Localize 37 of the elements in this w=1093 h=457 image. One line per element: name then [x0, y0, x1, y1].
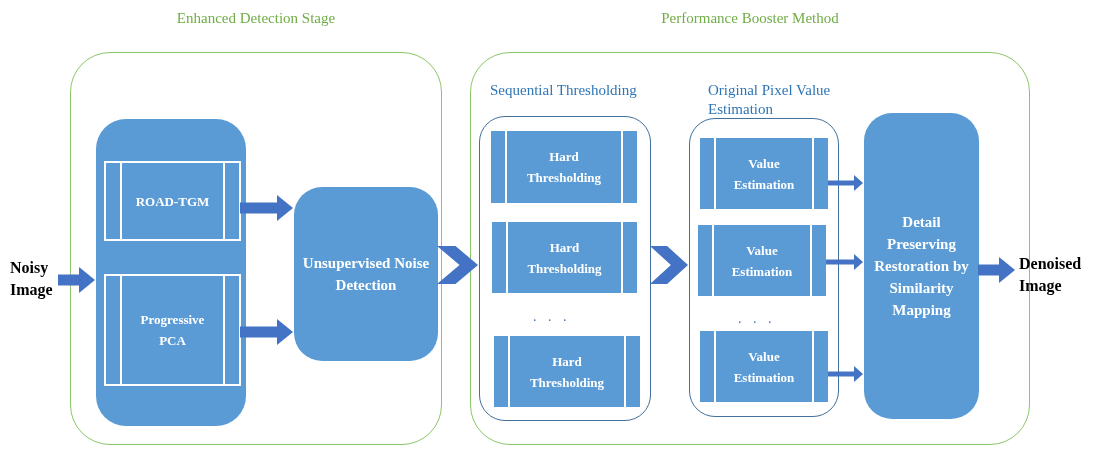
node-label: Value Estimation	[732, 347, 796, 387]
node-label: Hard Thresholding	[526, 238, 603, 278]
block-arrow	[828, 175, 863, 191]
node-label: Value Estimation	[730, 241, 794, 281]
node-label: Progressive PCA	[139, 311, 206, 350]
block-arrow	[828, 366, 863, 382]
group-title: Sequential Thresholding	[490, 81, 637, 100]
node-label: Hard Thresholding	[528, 352, 606, 392]
block-arrow	[978, 257, 1015, 283]
subprocess-box	[492, 334, 642, 409]
ellipsis-mark: . . .	[738, 310, 776, 328]
subprocess-box	[696, 223, 828, 298]
node-label: Hard Thresholding	[525, 148, 603, 187]
node-label: Unsupervised Noise Detection	[301, 254, 431, 295]
node-label: Value Estimation	[732, 154, 796, 194]
subprocess-box	[489, 129, 639, 205]
subprocess-box	[698, 136, 830, 211]
node-label: ROAD-TGM	[134, 192, 211, 211]
ellipsis-mark: . . .	[533, 308, 571, 326]
block-arrow	[240, 319, 293, 345]
subprocess-box	[490, 220, 639, 295]
block-arrow	[58, 267, 95, 293]
chevron-arrow	[437, 246, 478, 284]
module-panel	[96, 119, 246, 426]
stage-title: Performance Booster Method	[660, 9, 840, 28]
process-box	[294, 187, 438, 361]
node-label: Noisy Image	[9, 258, 54, 301]
subprocess-box	[104, 161, 241, 241]
chevron-arrow	[650, 246, 688, 284]
block-arrow	[826, 254, 863, 270]
node-label: Detail Preserving Restoration by Similarity Mapping	[873, 213, 970, 320]
subprocess-box	[698, 329, 830, 404]
stage-title: Enhanced Detection Stage	[175, 9, 337, 28]
subprocess-box	[104, 274, 241, 386]
group-title: Original Pixel Value Estimation	[708, 81, 832, 119]
process-box	[864, 113, 979, 419]
block-arrow	[240, 195, 293, 221]
